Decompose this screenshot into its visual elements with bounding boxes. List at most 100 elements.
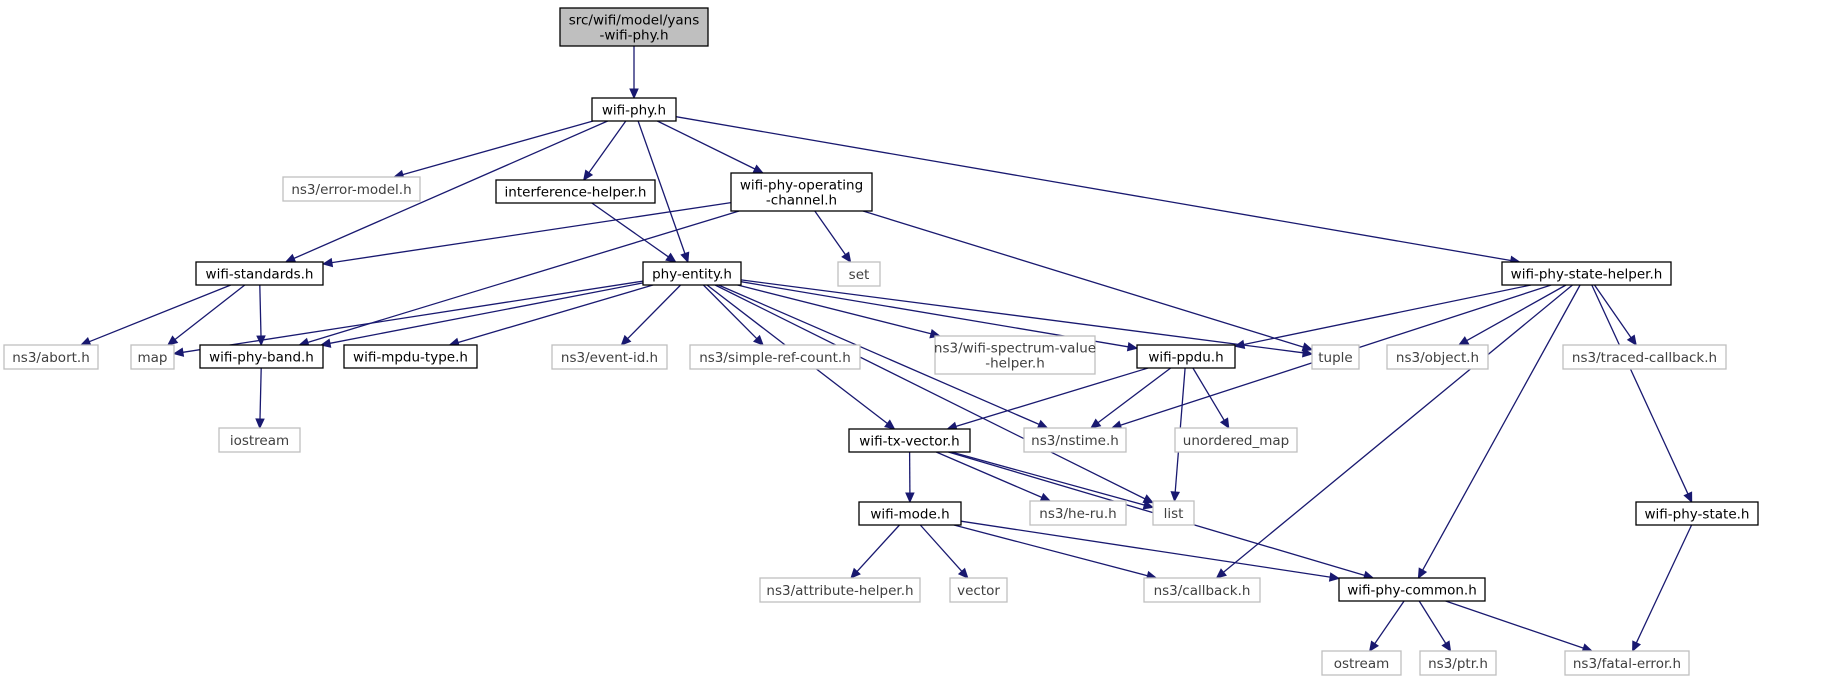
node-label: ns3/nstime.h <box>1031 433 1119 449</box>
edge-arrowhead <box>752 334 764 346</box>
node-box <box>949 577 1008 603</box>
node-box <box>1386 344 1489 370</box>
node-map: map <box>130 344 175 370</box>
node-box <box>130 344 175 370</box>
edge-line <box>307 210 740 344</box>
node-label: -channel.h <box>766 193 837 209</box>
node-phy-common[interactable]: wifi-phy-common.h <box>1338 577 1486 602</box>
edge-layer <box>79 46 1693 653</box>
node-label: vector <box>957 583 1000 599</box>
node-box <box>689 344 861 370</box>
edge-ppdu-to-nstime <box>1090 367 1172 429</box>
edge-arrowhead <box>1626 334 1637 347</box>
edge-arrowhead <box>321 257 334 268</box>
edge-line <box>960 520 1331 578</box>
node-nstime: ns3/nstime.h <box>1023 427 1127 453</box>
edge-line <box>293 120 608 259</box>
node-box <box>195 261 324 286</box>
edge-line <box>675 116 1511 262</box>
edge-line <box>862 210 1304 348</box>
node-box <box>218 427 301 453</box>
node-mpdu-type[interactable]: wifi-mpdu-type.h <box>343 344 478 369</box>
edge-arrowhead <box>1036 419 1049 429</box>
node-wifi-mode[interactable]: wifi-mode.h <box>858 501 962 526</box>
edge-line <box>814 210 846 255</box>
node-label: ns3/ptr.h <box>1428 656 1488 672</box>
node-label: ns3/fatal-error.h <box>1573 656 1681 672</box>
node-interference[interactable]: interference-helper.h <box>495 179 656 204</box>
node-box <box>551 344 668 370</box>
edge-line <box>89 284 232 343</box>
node-wifi-standards[interactable]: wifi-standards.h <box>195 261 324 286</box>
node-box <box>559 7 709 47</box>
node-label: ns3/object.h <box>1396 350 1479 366</box>
node-layer: src/wifi/model/yans-wifi-phy.h wifi-phy.h… <box>3 7 1759 676</box>
node-label: wifi-ppdu.h <box>1148 350 1223 366</box>
edge-wifi_phy-to-error_model <box>392 120 594 180</box>
edge-arrowhead <box>172 347 185 357</box>
node-label: ns3/callback.h <box>1154 583 1251 599</box>
edge-line <box>737 284 932 335</box>
edge-arrowhead <box>957 567 969 579</box>
node-list: list <box>1152 500 1195 526</box>
node-fatal-error: ns3/fatal-error.h <box>1564 650 1690 676</box>
edge-op_channel-to-set <box>814 210 852 264</box>
node-label: map <box>138 350 168 366</box>
edge-op_channel-to-tuple <box>862 210 1314 352</box>
node-abort: ns3/abort.h <box>3 344 99 370</box>
node-state-helper[interactable]: wifi-phy-state-helper.h <box>1501 261 1672 286</box>
edge-arrowhead <box>1441 640 1452 653</box>
edge-line <box>588 120 627 174</box>
node-label: phy-entity.h <box>652 267 732 283</box>
edge-phy_entity-to-list <box>714 284 1155 504</box>
edge-wifi_standards-to-abort <box>79 284 232 346</box>
edge-arrowhead <box>752 164 765 174</box>
node-wifi-phy[interactable]: wifi-phy.h <box>591 97 677 122</box>
node-label: ns3/simple-ref-count.h <box>699 350 851 366</box>
node-box <box>1564 650 1690 676</box>
node-label: wifi-mpdu-type.h <box>353 350 468 366</box>
edge-line <box>402 120 594 176</box>
edge-line <box>259 367 262 420</box>
node-root[interactable]: src/wifi/model/yans-wifi-phy.h <box>559 7 709 47</box>
edge-line <box>1593 284 1632 338</box>
edge-line <box>331 201 732 264</box>
node-label: ns3/error-model.h <box>291 182 411 198</box>
edge-wifi_standards-to-phy_band <box>256 284 266 347</box>
node-label: wifi-phy-band.h <box>209 350 314 366</box>
edge-line <box>953 524 1148 577</box>
edge-line <box>591 202 669 258</box>
edge-line <box>1097 367 1172 424</box>
node-box <box>1029 500 1127 526</box>
node-label: ns3/attribute-helper.h <box>766 583 913 599</box>
node-phy-band[interactable]: wifi-phy-band.h <box>199 344 324 369</box>
edge-line <box>1243 284 1532 346</box>
node-box <box>1501 261 1672 286</box>
node-phy-state[interactable]: wifi-phy-state.h <box>1635 501 1759 526</box>
edge-arrowhead <box>1328 572 1341 582</box>
node-box <box>858 501 962 526</box>
node-op-channel[interactable]: wifi-phy-operating-channel.h <box>730 172 873 212</box>
node-label: wifi-phy-state.h <box>1645 507 1750 523</box>
node-box <box>3 344 99 370</box>
edge-state_helper-to-phy_state <box>1591 284 1693 504</box>
edge-arrowhead <box>1170 491 1181 503</box>
edge-line <box>718 284 1040 425</box>
edge-interference-to-phy_entity <box>591 202 677 263</box>
node-box <box>837 261 881 287</box>
edge-wifi_mode-to-phy_common <box>960 520 1341 582</box>
edge-line <box>174 284 246 341</box>
node-phy-entity[interactable]: phy-entity.h <box>642 261 742 286</box>
edge-phy_entity-to-mpdu_type <box>448 284 654 347</box>
edge-arrowhead <box>1215 568 1227 579</box>
node-label: list <box>1164 506 1184 522</box>
edge-arrowhead <box>629 88 639 100</box>
node-tx-vector[interactable]: wifi-tx-vector.h <box>848 428 971 453</box>
edge-arrowhead <box>1126 341 1139 352</box>
node-ppdu[interactable]: wifi-ppdu.h <box>1136 344 1236 369</box>
edge-arrowhead <box>582 169 594 182</box>
node-tuple: tuple <box>1311 344 1360 370</box>
edge-line <box>657 120 756 170</box>
node-box <box>495 179 656 204</box>
